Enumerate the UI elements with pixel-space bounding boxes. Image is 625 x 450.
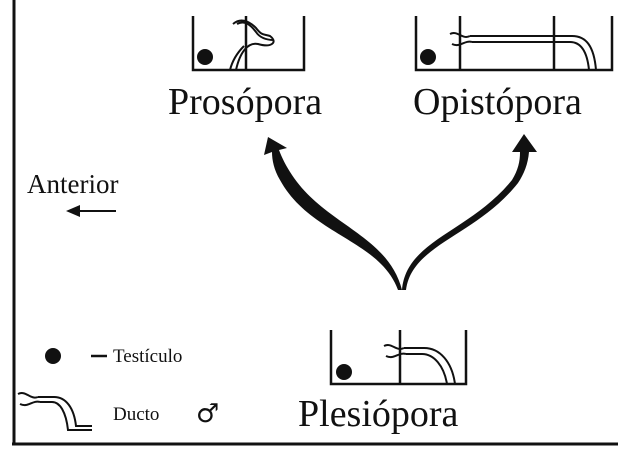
opistopora-duct bbox=[449, 32, 597, 71]
prosopora-label: Prosópora bbox=[168, 81, 322, 123]
plesiopora-testis-dot bbox=[336, 364, 352, 380]
plesiopora-label: Plesiópora bbox=[298, 393, 459, 435]
plesiopora-duct bbox=[383, 344, 456, 385]
arrow-to-prosopora bbox=[264, 137, 402, 290]
legend-testis-label: Testículo bbox=[113, 346, 182, 367]
plesiopora-schematic bbox=[329, 330, 468, 386]
anterior-label: Anterior bbox=[27, 169, 118, 199]
prosopora-duct bbox=[229, 19, 275, 71]
anterior-arrow-icon bbox=[66, 205, 116, 217]
opistopora-schematic bbox=[414, 16, 614, 72]
evolution-arrows bbox=[264, 134, 537, 290]
prosopora-schematic bbox=[191, 16, 306, 72]
prosopora-testis-dot bbox=[197, 49, 213, 65]
legend: Testículo Ducto ♂ bbox=[17, 346, 219, 431]
arrow-to-opistopora bbox=[402, 134, 537, 290]
legend-testis-dot-icon bbox=[45, 348, 61, 364]
opistopora-testis-dot bbox=[420, 49, 436, 65]
legend-male-symbol: ♂ bbox=[196, 399, 219, 429]
legend-duct-label: Ducto bbox=[113, 404, 159, 425]
legend-duct-icon bbox=[17, 392, 92, 431]
opistopora-label: Opistópora bbox=[413, 81, 582, 123]
